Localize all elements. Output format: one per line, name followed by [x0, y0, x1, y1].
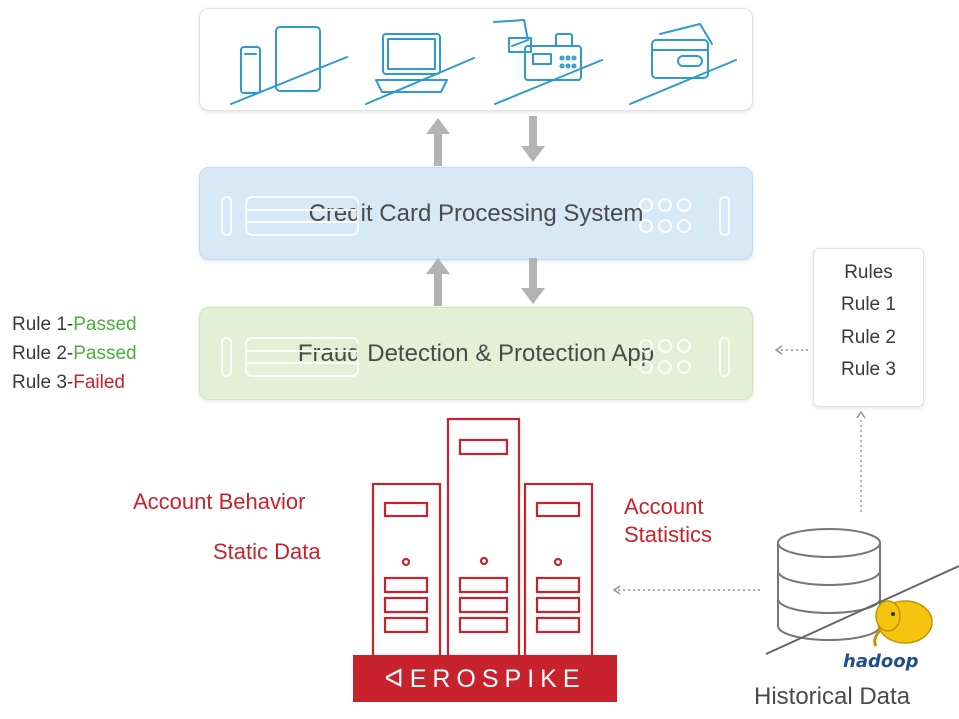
storage-baseline	[765, 565, 959, 655]
credit-card-processing-system: Credit Card Processing System	[199, 167, 753, 260]
server-left-icon	[371, 482, 442, 658]
laptop-icon	[365, 33, 475, 105]
status-passed: Passed	[73, 343, 137, 364]
rule-status-3: Rule 3-Failed	[12, 372, 125, 393]
flow-arrows	[426, 116, 545, 306]
database-icon	[777, 528, 881, 641]
rule-item: Rule 3	[841, 359, 896, 380]
account-label: Account	[624, 494, 704, 519]
static-data-label: Static Data	[213, 539, 321, 564]
rule-item: Rule 1	[841, 294, 896, 315]
aerospike-logo: ᐊEROSPIKE	[353, 655, 617, 702]
status-passed: Passed	[73, 314, 137, 335]
status-failed: Failed	[73, 372, 125, 393]
ccps-title: Credit Card Processing System	[308, 199, 644, 227]
server-right-icon	[523, 482, 594, 658]
account-behavior-label: Account Behavior	[133, 489, 306, 514]
arrow-down-icon	[521, 116, 545, 162]
rules-panel: Rules Rule 1 Rule 2 Rule 3	[813, 248, 924, 407]
server-center-icon	[446, 417, 521, 658]
rule-item: Rule 2	[841, 327, 896, 348]
statistics-label: Statistics	[624, 522, 713, 547]
rules-header: Rules	[844, 262, 893, 283]
arrow-up-icon	[426, 118, 450, 166]
mobile-tablet-icon	[230, 26, 348, 105]
hadoop-logo-text: hadoop	[843, 651, 919, 672]
hadoop-elephant-icon	[873, 600, 933, 647]
arrow-down-icon	[521, 258, 545, 304]
rule-status-1: Rule 1-Passed	[12, 314, 137, 335]
arrow-up-icon	[426, 258, 450, 306]
card-terminal-icon	[493, 19, 603, 105]
historical-data-label: Historical Data	[754, 683, 911, 710]
aerospike-servers	[371, 417, 594, 658]
rule-status-2: Rule 2-Passed	[12, 343, 137, 364]
rack-decoration-icon	[221, 337, 730, 377]
channels-panel	[199, 8, 753, 111]
credit-card-icon	[629, 23, 737, 105]
rack-decoration-icon	[221, 196, 730, 236]
